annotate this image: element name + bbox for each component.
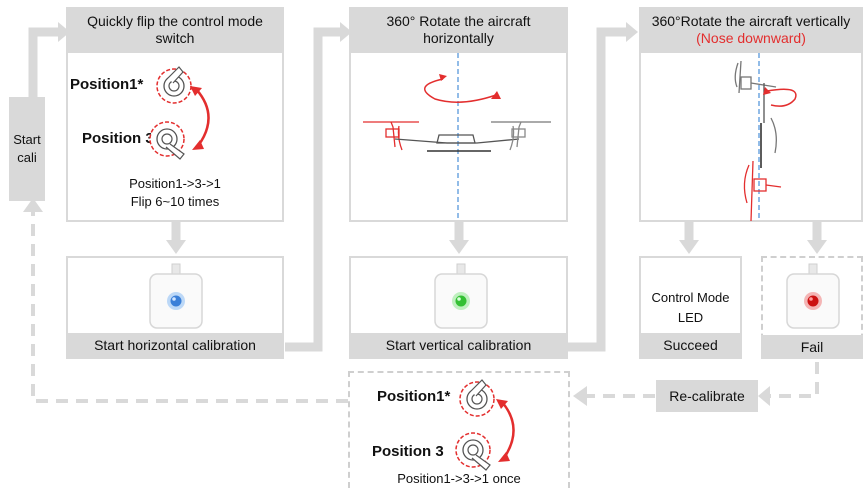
- horizontal-rotation-arrow-icon: [424, 78, 497, 103]
- led2-footer-label: Start vertical calibration: [351, 333, 566, 357]
- step3-title: 360°Rotate the aircraft vertically (Nose…: [641, 9, 861, 53]
- step1-position1-label: Position1*: [70, 76, 144, 93]
- recal-position1-label: Position1*: [377, 388, 451, 405]
- connector-led1-step2: [285, 27, 342, 352]
- start-cali-label: Start cali: [13, 132, 41, 165]
- aircraft-horizontal-rotation-diagram: [363, 53, 551, 221]
- led-panel-horizontal: Start horizontal calibration: [66, 256, 284, 359]
- recalibrate-switch-panel: Position1* Position 3 Position1->3->1 on…: [348, 371, 570, 488]
- recal-toggle-switch-diagram: [455, 379, 515, 471]
- recalibrate-box: Re-calibrate: [656, 380, 758, 412]
- succeed-footer-label: Succeed: [641, 333, 740, 357]
- recal-position3-label: Position 3: [372, 443, 444, 460]
- step1-position3-label: Position 3: [82, 130, 154, 147]
- fail-footer-label: Fail: [761, 335, 863, 359]
- step2-panel: 360° Rotate the aircraft horizontally: [349, 7, 568, 222]
- aircraft-vertical-rotation-diagram: [734, 53, 797, 222]
- start-cali-box: Start cali: [9, 97, 45, 201]
- step3-title-highlight: (Nose downward): [696, 30, 806, 46]
- vertical-rotation-arrow-icon: [766, 88, 797, 107]
- flip-double-arrow-icon: [195, 88, 210, 147]
- recal-flip-double-arrow-icon: [501, 401, 515, 459]
- step1-title: Quickly flip the control mode switch: [68, 9, 282, 53]
- connector-led2-step3: [568, 27, 628, 352]
- step3-panel: 360°Rotate the aircraft vertically (Nose…: [639, 7, 863, 222]
- succeed-led-text: Control Mode LED: [651, 290, 730, 325]
- connector-start-step1: [28, 27, 60, 97]
- step1-sequence: Position1->3->1: [129, 176, 221, 191]
- toggle-switch-diagram: [149, 66, 210, 160]
- fail-panel: Fail: [761, 256, 863, 359]
- led-module-red-icon: [786, 263, 840, 329]
- step1-flip-count: Flip 6~10 times: [130, 194, 220, 209]
- aircraft-horizontal-icon: [363, 121, 551, 152]
- led1-footer-label: Start horizontal calibration: [68, 333, 282, 357]
- step3-title-text: 360°Rotate the aircraft vertically: [651, 13, 851, 29]
- led-panel-vertical: Start vertical calibration: [349, 256, 568, 359]
- succeed-panel: Control Mode LED Succeed: [639, 256, 742, 359]
- led-module-blue-icon: [149, 263, 203, 329]
- recalibrate-label: Re-calibrate: [669, 388, 745, 404]
- step2-title: 360° Rotate the aircraft horizontally: [351, 9, 566, 53]
- aircraft-vertical-icon: [734, 60, 782, 222]
- step1-panel: Quickly flip the control mode switch Pos…: [66, 7, 284, 222]
- recal-sequence: Position1->3->1 once: [397, 471, 521, 486]
- connector-switch-start: [31, 205, 348, 403]
- led-module-green-icon: [434, 263, 488, 329]
- connector-fail-recal: [768, 362, 819, 398]
